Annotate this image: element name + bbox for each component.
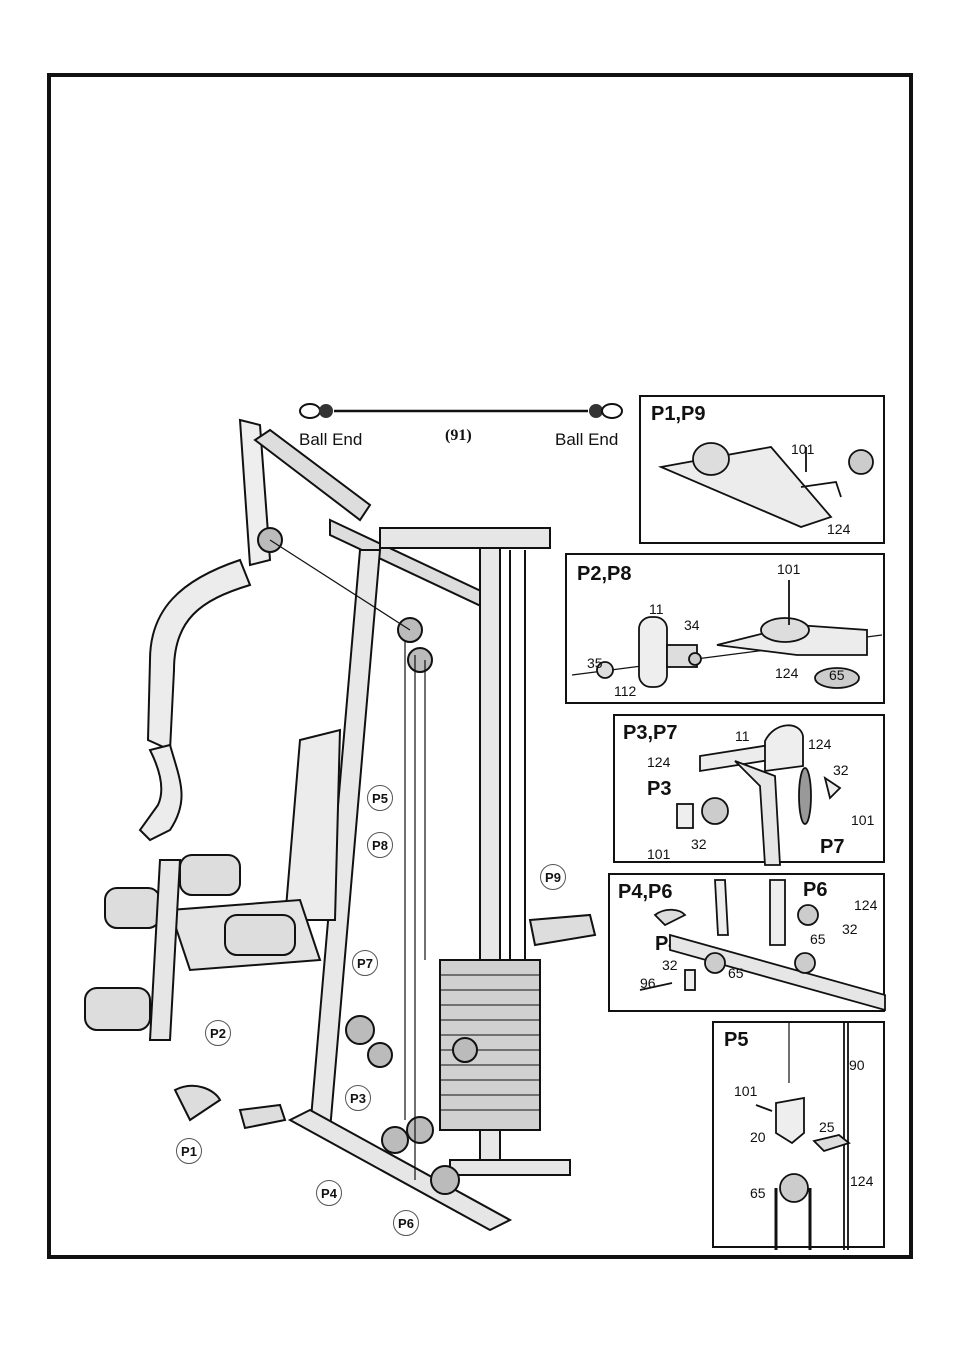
part-101-left: 101 [647, 846, 670, 862]
part-65: 65 [750, 1185, 766, 1201]
part-34: 34 [684, 617, 700, 633]
part-101: 101 [734, 1083, 757, 1099]
callout-p4: P4 [316, 1180, 342, 1206]
panel-p1-p9: P1,P9 101 124 [639, 395, 885, 544]
part-124: 124 [827, 521, 850, 537]
part-11: 11 [735, 728, 750, 744]
panel-p2-p8: P2,P8 101 11 34 35 112 124 65 [565, 553, 885, 704]
part-112: 112 [614, 683, 636, 699]
part-124: 124 [775, 665, 798, 681]
part-124-right: 124 [808, 736, 831, 752]
callout-p2: P2 [205, 1020, 231, 1046]
part-25: 25 [819, 1119, 835, 1135]
part-124: 124 [854, 897, 877, 913]
callout-p9: P9 [540, 864, 566, 890]
callout-p7: P7 [352, 950, 378, 976]
panel-p4-p6: P4,P6 P4 P6 124 32 65 32 65 96 [608, 873, 885, 1012]
pulley-detail-drawing [615, 716, 887, 865]
part-65-p6: 65 [810, 931, 826, 947]
part-90: 90 [849, 1057, 865, 1073]
part-101-right: 101 [851, 812, 874, 828]
panel-p3-p7: P3,P7 P3 P7 11 124 124 32 101 32 101 [613, 714, 885, 863]
callout-p8: P8 [367, 832, 393, 858]
part-96: 96 [640, 975, 656, 991]
callout-p5: P5 [367, 785, 393, 811]
part-32-left: 32 [691, 836, 707, 852]
part-35: 35 [587, 655, 603, 671]
part-32-p6: 32 [842, 921, 858, 937]
part-124: 124 [850, 1173, 873, 1189]
panel-p5: P5 90 101 25 20 124 65 [712, 1021, 885, 1248]
callout-p1: P1 [176, 1138, 202, 1164]
part-101: 101 [777, 561, 800, 577]
callout-p3: P3 [345, 1085, 371, 1111]
home-gym-drawing [70, 400, 590, 1240]
part-65: 65 [829, 667, 845, 683]
part-101: 101 [791, 441, 814, 457]
part-32-right: 32 [833, 762, 849, 778]
part-65-p4: 65 [728, 965, 744, 981]
panel-title: P1,P9 [651, 403, 705, 426]
part-20: 20 [750, 1129, 766, 1145]
base-pulley-detail-drawing [610, 875, 887, 1014]
part-32-p4: 32 [662, 957, 678, 973]
part-11: 11 [649, 601, 664, 617]
callout-p6: P6 [393, 1210, 419, 1236]
part-124-left: 124 [647, 754, 670, 770]
